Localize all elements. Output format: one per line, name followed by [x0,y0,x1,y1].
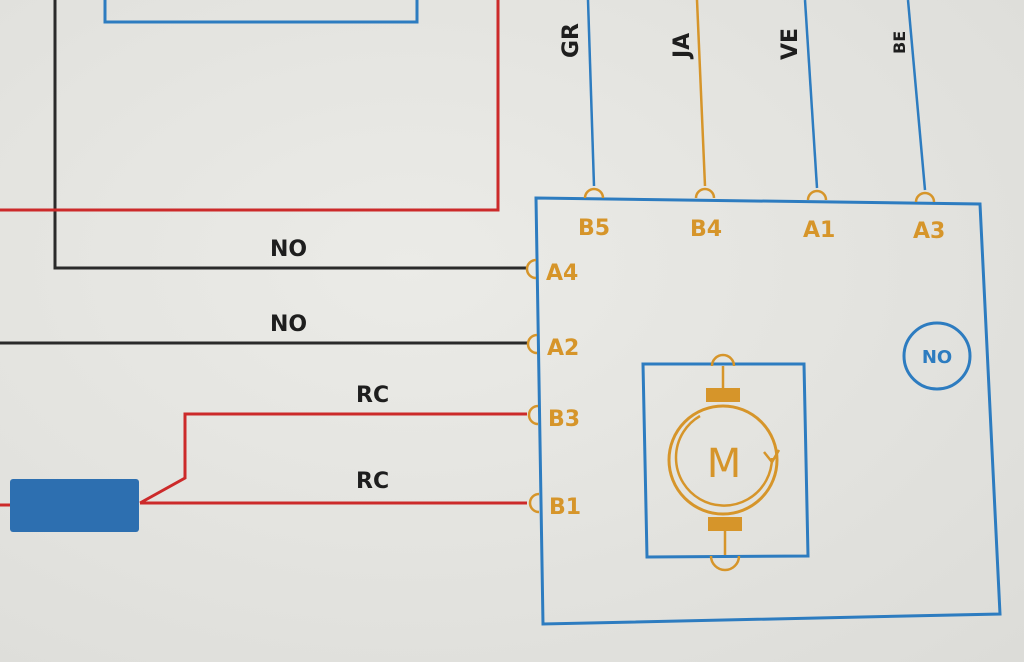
wire-label-be: BE [890,31,909,54]
wire-label-ve: VE [778,28,803,60]
pin-arc-b5 [583,187,605,199]
wire-gr [586,0,596,187]
wire-be [906,0,927,191]
main-module-box [534,196,1002,626]
pin-label-b5: B5 [578,216,610,241]
pin-label-a3: A3 [913,219,945,244]
no-badge-circle [902,321,972,391]
wire-ja [695,0,707,187]
pin-label-b1: B1 [549,495,581,520]
pin-arc-a3 [914,191,936,203]
pin-arc-a2 [526,333,538,355]
pin-label-a4: A4 [546,261,578,286]
wire-label-rc-1: RC [356,383,389,408]
pin-label-a1: A1 [803,218,835,243]
pin-arc-a4 [525,258,537,280]
wire-label-no-2: NO [270,312,307,337]
red-wire-upper [0,0,500,212]
black-wire-loop [53,0,527,270]
wire-ve [803,0,819,189]
pin-label-b4: B4 [690,217,722,242]
pin-arc-b4 [694,187,716,199]
no-badge-label: NO [922,347,952,368]
motor-icon [667,353,781,572]
pin-arc-b3 [527,404,539,426]
wire-label-ja: JA [670,33,695,60]
pin-arc-a1 [806,189,828,201]
pin-arc-b1 [528,492,540,514]
motor-box [641,362,810,559]
red-wire-b3 [139,412,527,505]
motor-symbol-letter: M [707,441,742,487]
wire-label-gr: GR [559,23,584,58]
pin-label-a2: A2 [547,336,579,361]
upper-left-component-box [103,0,419,24]
wire-label-no-1: NO [270,237,307,262]
blue-connector-block [10,479,139,532]
pin-label-b3: B3 [548,407,580,432]
wire-label-rc-2: RC [356,469,389,494]
